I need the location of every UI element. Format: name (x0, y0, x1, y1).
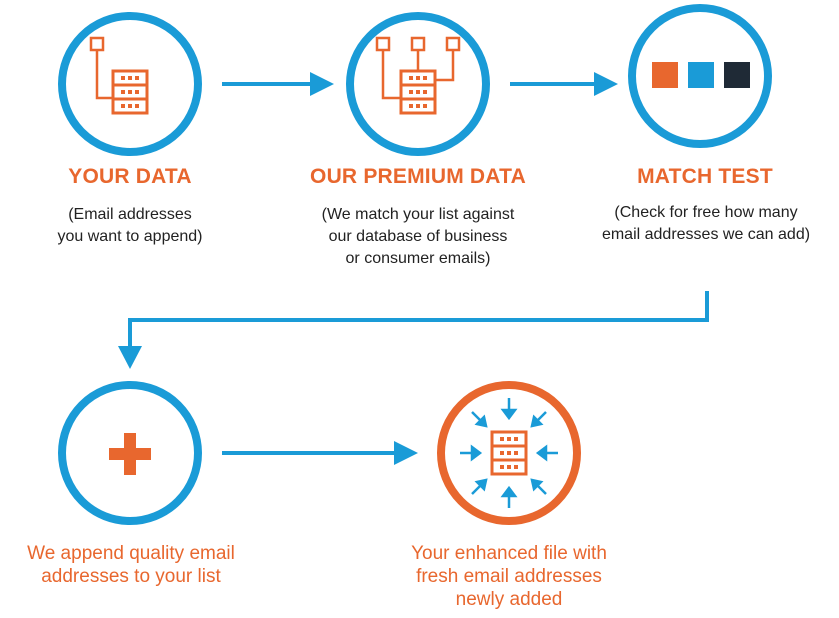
step-2-description-line: our database of business (328, 228, 508, 245)
your-data-node (58, 12, 202, 156)
step-circle (58, 12, 202, 156)
server-with-inward-arrows-icon (460, 398, 558, 508)
step-2-description-line: (We match your list against (321, 206, 515, 223)
step-circle (58, 381, 202, 525)
step-5-caption-line: Your enhanced file with (411, 543, 607, 564)
step-2-description: (We match your list against our database… (283, 204, 553, 270)
step-5-caption: Your enhanced file with fresh email addr… (384, 542, 634, 611)
arrow-4-to-5 (222, 441, 418, 465)
arrow-3-to-4 (118, 291, 709, 369)
plus-icon (109, 433, 151, 475)
step-circle (346, 12, 490, 156)
arrow-1-to-2 (222, 72, 334, 96)
step-3-title: MATCH TEST (637, 165, 773, 188)
step-5-caption-line: newly added (455, 589, 563, 610)
step-1-description-line: you want to append) (57, 228, 203, 245)
step-4-caption-line: We append quality email (27, 543, 235, 564)
step-3-description-line: email addresses we can add) (601, 226, 811, 243)
step-1-description-line: (Email addresses (68, 206, 192, 223)
arrow-2-to-3 (510, 72, 618, 96)
step-1-description: (Email addresses you want to append) (30, 204, 230, 248)
step-2-title: OUR PREMIUM DATA (310, 165, 526, 188)
step-3-description: (Check for free how many email addresses… (578, 202, 834, 246)
step-3-description-line: (Check for free how many (614, 204, 798, 221)
step-4-caption: We append quality email addresses to you… (0, 542, 262, 588)
step-4-caption-line: addresses to your list (41, 566, 221, 587)
result-circle (437, 381, 581, 525)
server-with-three-nodes-icon (375, 36, 461, 115)
append-node (58, 381, 202, 525)
color-squares-icon (652, 62, 750, 88)
step-2-description-line: or consumer emails) (345, 250, 491, 267)
enhanced-file-node (437, 381, 581, 525)
step-circle (628, 4, 772, 148)
step-1-title: YOUR DATA (68, 165, 192, 188)
server-with-one-node-icon (89, 36, 149, 115)
premium-data-node (346, 12, 490, 156)
step-5-caption-line: fresh email addresses (416, 566, 602, 587)
match-test-node (628, 4, 772, 148)
